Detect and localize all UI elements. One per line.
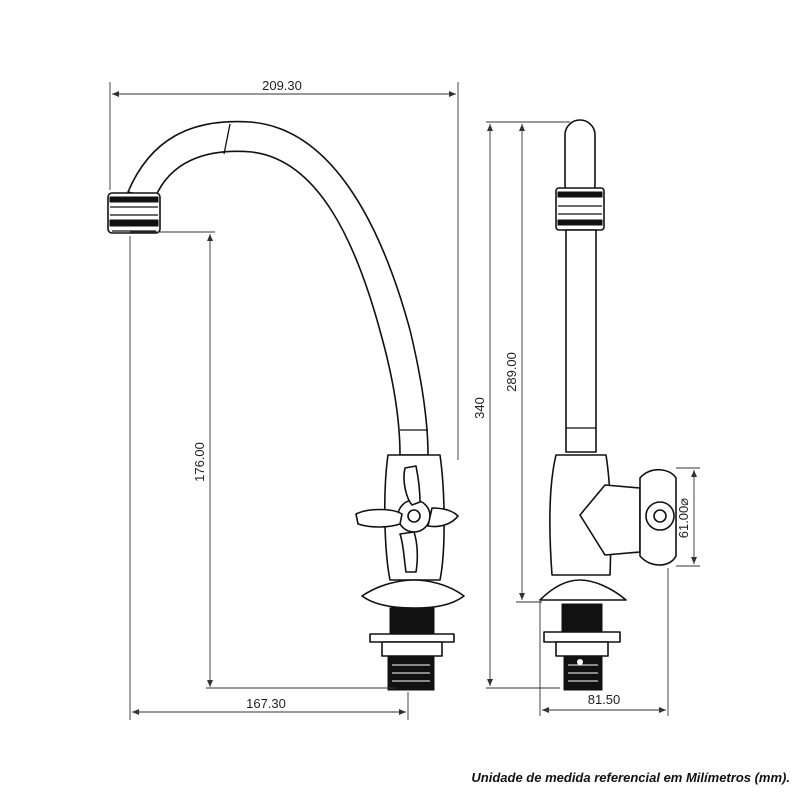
handle-diameter-label: 61.00 bbox=[676, 506, 691, 539]
side-threaded-shank bbox=[543, 603, 621, 691]
dimension-body-height: 289.00 bbox=[504, 124, 542, 603]
dimension-base-to-spout: 167.30 bbox=[129, 236, 409, 720]
front-view: 209.30 176.00 167.30 bbox=[107, 78, 465, 720]
side-view: 340 289.00 ⌀ 61.00 81.50 bbox=[472, 119, 700, 716]
threaded-shank bbox=[369, 607, 455, 691]
base-flange bbox=[361, 579, 465, 609]
unit-footnote: Unidade de medida referencial em Milímet… bbox=[471, 770, 790, 785]
spout-tube bbox=[127, 120, 429, 456]
side-pipe bbox=[565, 229, 597, 453]
spout-height-label: 176.00 bbox=[192, 442, 207, 482]
handle-diameter-symbol: ⌀ bbox=[676, 498, 691, 506]
aerator bbox=[107, 192, 161, 234]
side-handle bbox=[579, 468, 677, 566]
side-base-flange bbox=[539, 579, 627, 601]
body-height-label: 289.00 bbox=[504, 352, 519, 392]
spout-seam bbox=[223, 123, 231, 155]
dimension-depth: 81.50 bbox=[539, 568, 669, 716]
total-height-label: 340 bbox=[472, 397, 487, 419]
dimension-total-height: 340 bbox=[472, 121, 570, 689]
base-to-spout-label: 167.30 bbox=[246, 696, 286, 711]
depth-label: 81.50 bbox=[588, 692, 621, 707]
dimension-handle-diameter: ⌀ 61.00 bbox=[676, 467, 700, 567]
dimension-spout-reach: 209.30 bbox=[109, 78, 459, 460]
spout-reach-label: 209.30 bbox=[262, 78, 302, 93]
dimension-spout-height: 176.00 bbox=[130, 231, 395, 689]
cross-handle bbox=[355, 465, 459, 573]
